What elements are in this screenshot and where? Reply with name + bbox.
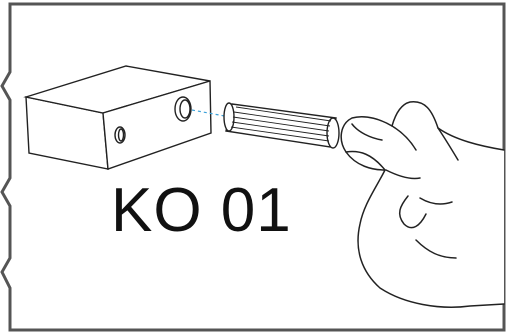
hand-icon: [341, 102, 504, 307]
part-code-label: KO 01: [111, 176, 292, 246]
drill-block-icon: [26, 66, 211, 169]
dowel-pin-icon: [224, 103, 339, 148]
